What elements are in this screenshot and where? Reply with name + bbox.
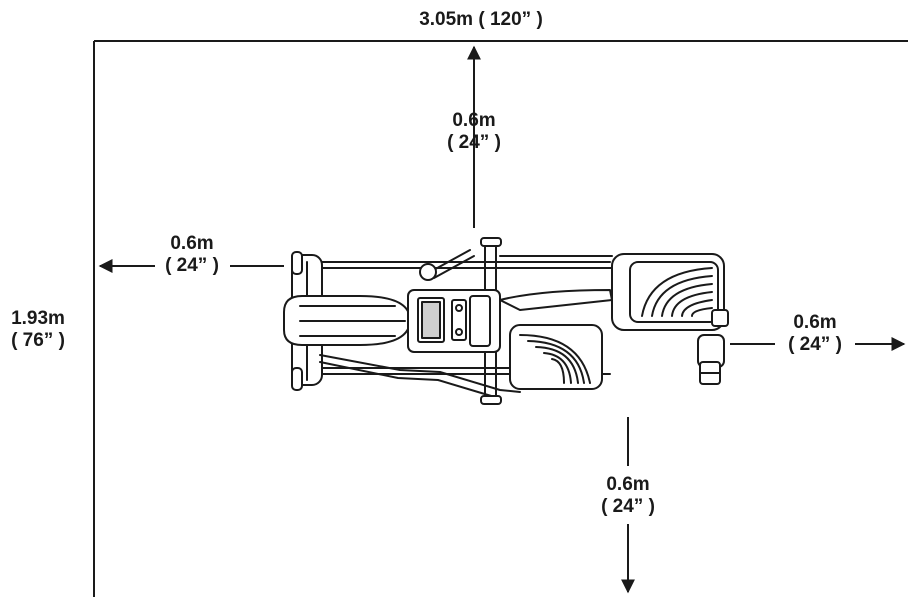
right-clearance-metric: 0.6m — [793, 312, 837, 333]
right-clearance-label: 0.6m ( 24” ) — [772, 312, 858, 356]
left-clearance-label: 0.6m ( 24” ) — [148, 233, 236, 277]
elliptical-trainer-top-view-icon — [283, 237, 729, 405]
top-clearance-metric: 0.6m — [452, 110, 496, 131]
room-depth-imperial: ( 76” ) — [11, 330, 65, 351]
room-boundary — [93, 40, 908, 597]
room-width-text: 3.05m ( 120” ) — [419, 9, 543, 30]
bottom-clearance-imperial: ( 24” ) — [601, 496, 655, 517]
room-depth-metric: 1.93m — [11, 308, 65, 329]
left-clearance-metric: 0.6m — [170, 233, 214, 254]
room-depth-label: 1.93m ( 76” ) — [0, 308, 76, 352]
room-width-label: 3.05m ( 120” ) — [391, 9, 571, 31]
top-clearance-label: 0.6m ( 24” ) — [425, 110, 523, 154]
bottom-clearance-metric: 0.6m — [606, 474, 650, 495]
top-clearance-imperial: ( 24” ) — [447, 132, 501, 153]
bottom-clearance-label: 0.6m ( 24” ) — [582, 474, 674, 518]
right-clearance-imperial: ( 24” ) — [788, 334, 842, 355]
left-clearance-imperial: ( 24” ) — [165, 255, 219, 276]
